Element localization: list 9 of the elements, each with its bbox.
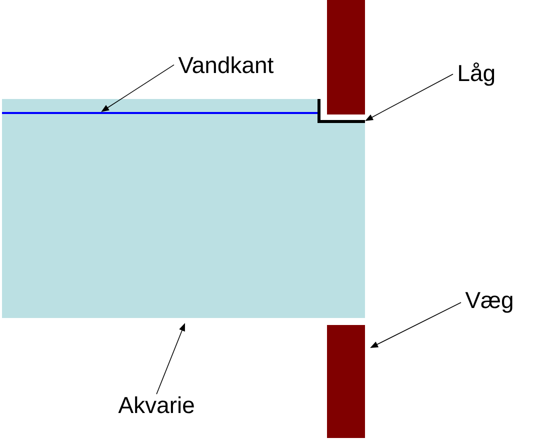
callout-label: Akvarie: [118, 396, 194, 414]
water-line: [2, 112, 318, 114]
wall: [327, 325, 365, 438]
aquarium-tank: [2, 99, 365, 318]
wall: [327, 0, 365, 114]
callout-label: Væg: [465, 292, 512, 313]
callout-label: Låg: [459, 62, 494, 86]
lid: [318, 99, 365, 123]
callout-label: Vandkant: [178, 56, 274, 74]
